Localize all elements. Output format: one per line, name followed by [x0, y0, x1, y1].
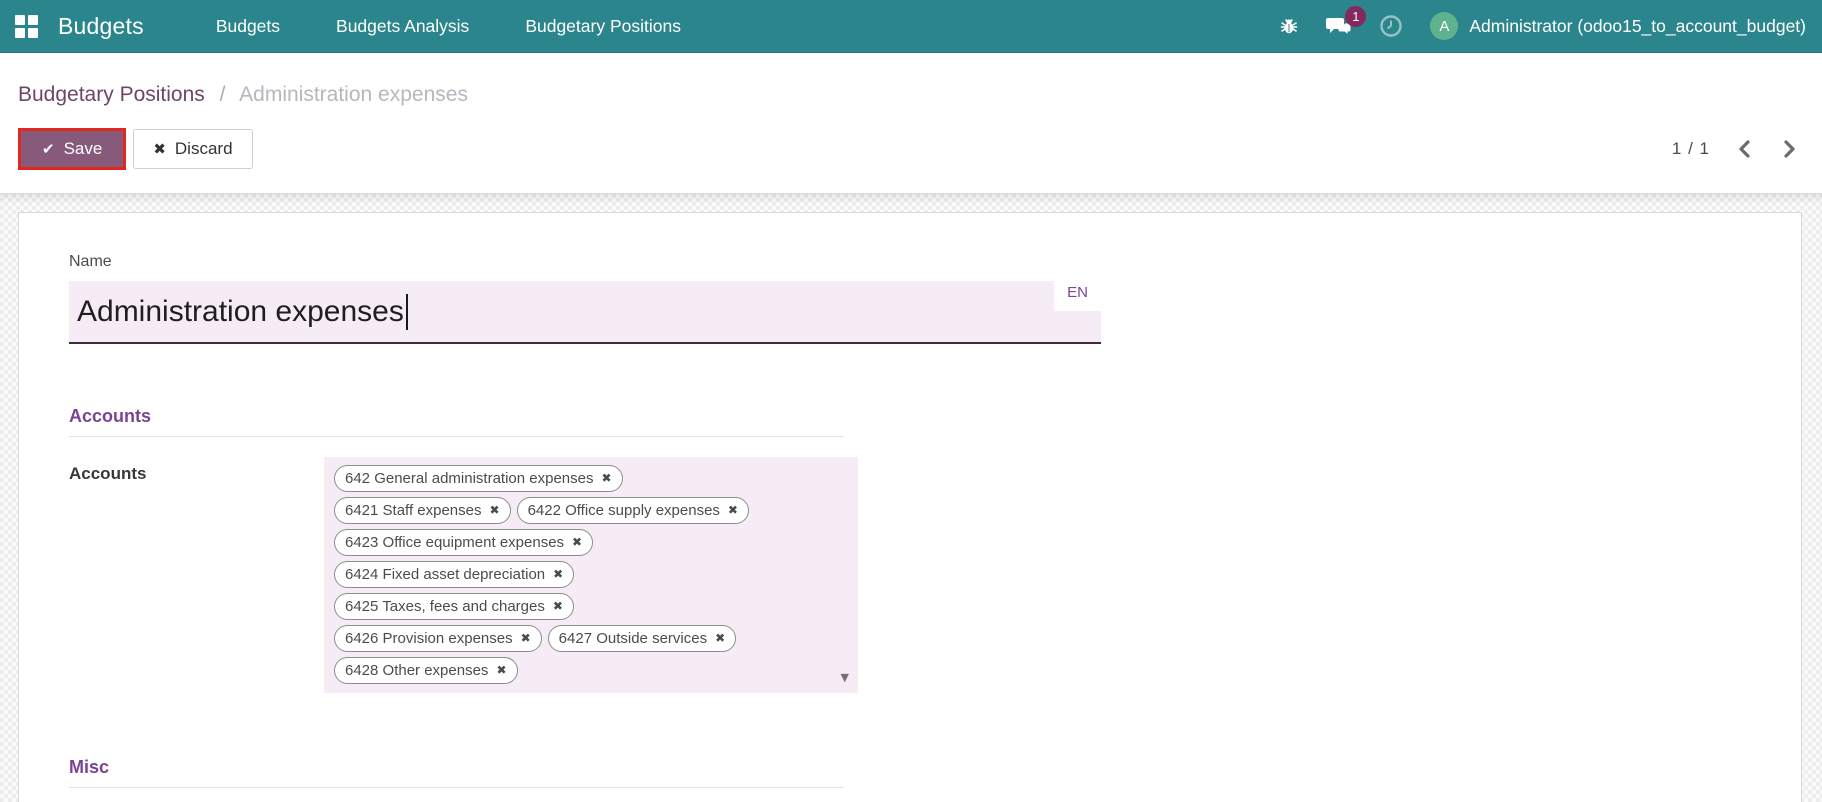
username: Administrator (odoo15_to_account_budget)	[1469, 15, 1806, 36]
menu-item-budgets-analysis[interactable]: Budgets Analysis	[336, 15, 470, 36]
breadcrumb-current: Administration expenses	[239, 83, 468, 106]
account-tag[interactable]: 6421 Staff expenses ✖	[334, 497, 511, 524]
discard-button[interactable]: ✖ Discard	[133, 129, 253, 169]
remove-tag-icon[interactable]: ✖	[572, 535, 583, 549]
account-tag-label: 6421 Staff expenses	[345, 501, 482, 519]
chevron-right-icon	[1784, 140, 1795, 158]
remove-tag-icon[interactable]: ✖	[727, 503, 738, 517]
grid-icon	[14, 14, 38, 38]
account-tag-label: 6424 Fixed asset depreciation	[345, 565, 546, 583]
save-button-label: Save	[63, 139, 103, 158]
tag-row: 6425 Taxes, fees and charges ✖	[334, 593, 848, 620]
avatar: A	[1430, 12, 1459, 40]
account-tag[interactable]: 642 General administration expenses ✖	[334, 465, 623, 492]
record-pager: 1 / 1	[1672, 135, 1802, 163]
text-cursor	[405, 293, 408, 330]
account-tag-label: 642 General administration expenses	[345, 469, 594, 487]
menu-item-budgetary-positions[interactable]: Budgetary Positions	[525, 15, 681, 36]
remove-tag-icon[interactable]: ✖	[715, 631, 726, 645]
pager-next-button[interactable]	[1779, 135, 1800, 163]
user-menu[interactable]: A Administrator (odoo15_to_account_budge…	[1430, 12, 1806, 40]
remove-tag-icon[interactable]: ✖	[489, 503, 500, 517]
tag-row: 6428 Other expenses ✖	[334, 657, 848, 684]
breadcrumb: Budgetary Positions / Administration exp…	[18, 81, 1802, 109]
menu-item-budgets[interactable]: Budgets	[215, 15, 281, 36]
activities-clock-icon[interactable]	[1379, 14, 1403, 38]
account-tag[interactable]: 6428 Other expenses ✖	[334, 657, 518, 684]
debug-bug-icon[interactable]	[1279, 16, 1299, 36]
account-tag-label: 6426 Provision expenses	[345, 629, 513, 647]
account-tag-label: 6423 Office equipment expenses	[345, 533, 565, 551]
pager-previous-button[interactable]	[1734, 135, 1755, 163]
account-tag-label: 6422 Office supply expenses	[527, 501, 720, 519]
tag-row: 6423 Office equipment expenses ✖	[334, 529, 848, 556]
account-tag-label: 6428 Other expenses	[345, 661, 489, 679]
navbar-systray: 1 A Administrator (odoo15_to_account_bud…	[1279, 6, 1806, 40]
tag-row: 6424 Fixed asset depreciation ✖	[334, 561, 848, 588]
name-input[interactable]: Administration expenses	[69, 281, 1101, 344]
apps-menu-icon[interactable]	[0, 0, 52, 53]
tag-row: 6421 Staff expenses✖6422 Office supply e…	[334, 497, 848, 524]
account-tag-label: 6427 Outside services	[558, 629, 708, 647]
accounts-field-label: Accounts	[69, 464, 147, 483]
clock-icon-glyph	[1380, 15, 1403, 37]
chevron-left-icon	[1739, 140, 1750, 158]
form-sheet: Name Administration expenses EN Accounts…	[18, 212, 1802, 802]
account-tag[interactable]: 6424 Fixed asset depreciation ✖	[334, 561, 575, 588]
remove-tag-icon[interactable]: ✖	[552, 599, 563, 613]
messages-icon[interactable]: 1	[1326, 6, 1367, 37]
chat-bubbles-icon-glyph	[1326, 18, 1352, 37]
pager-value: 1 / 1	[1671, 139, 1710, 158]
accounts-section-heading: Accounts	[69, 406, 844, 437]
navbar-menu: Budgets Budgets Analysis Budgetary Positio…	[188, 0, 709, 52]
bug-icon-glyph	[1281, 19, 1298, 34]
account-tag[interactable]: 6427 Outside services ✖	[547, 625, 737, 652]
remove-tag-icon[interactable]: ✖	[496, 663, 507, 677]
name-field-label: Name	[69, 253, 112, 270]
misc-section-heading: Misc	[69, 757, 844, 788]
name-input-value: Administration expenses	[77, 294, 404, 328]
remove-tag-icon[interactable]: ✖	[520, 631, 531, 645]
language-badge[interactable]: EN	[1054, 275, 1101, 311]
app-brand[interactable]: Budgets	[58, 12, 144, 39]
accounts-tags-field[interactable]: 642 General administration expenses✖6421…	[324, 457, 858, 693]
account-tag[interactable]: 6422 Office supply expenses ✖	[516, 497, 749, 524]
breadcrumb-parent-link[interactable]: Budgetary Positions	[18, 83, 205, 106]
breadcrumb-separator: /	[219, 83, 226, 106]
remove-tag-icon[interactable]: ✖	[601, 471, 612, 485]
save-button[interactable]: ✔ Save	[18, 128, 127, 170]
discard-button-label: Discard	[174, 139, 233, 158]
account-tag[interactable]: 6426 Provision expenses ✖	[334, 625, 542, 652]
message-counter-badge: 1	[1345, 6, 1367, 27]
cross-icon: ✖	[153, 140, 166, 158]
form-view-background: Name Administration expenses EN Accounts…	[0, 194, 1822, 802]
control-panel: Budgetary Positions / Administration exp…	[0, 53, 1822, 194]
remove-tag-icon[interactable]: ✖	[553, 567, 564, 581]
account-tag[interactable]: 6425 Taxes, fees and charges ✖	[334, 593, 574, 620]
top-navbar: Budgets Budgets Budgets Analysis Budgetary…	[0, 0, 1822, 53]
tag-row: 6426 Provision expenses✖6427 Outside ser…	[334, 625, 848, 652]
tag-row: 642 General administration expenses ✖	[334, 465, 848, 492]
check-icon: ✔	[42, 140, 55, 158]
account-tag-label: 6425 Taxes, fees and charges	[345, 597, 545, 615]
dropdown-caret-icon[interactable]: ▼	[840, 671, 849, 684]
account-tag[interactable]: 6423 Office equipment expenses ✖	[334, 529, 594, 556]
